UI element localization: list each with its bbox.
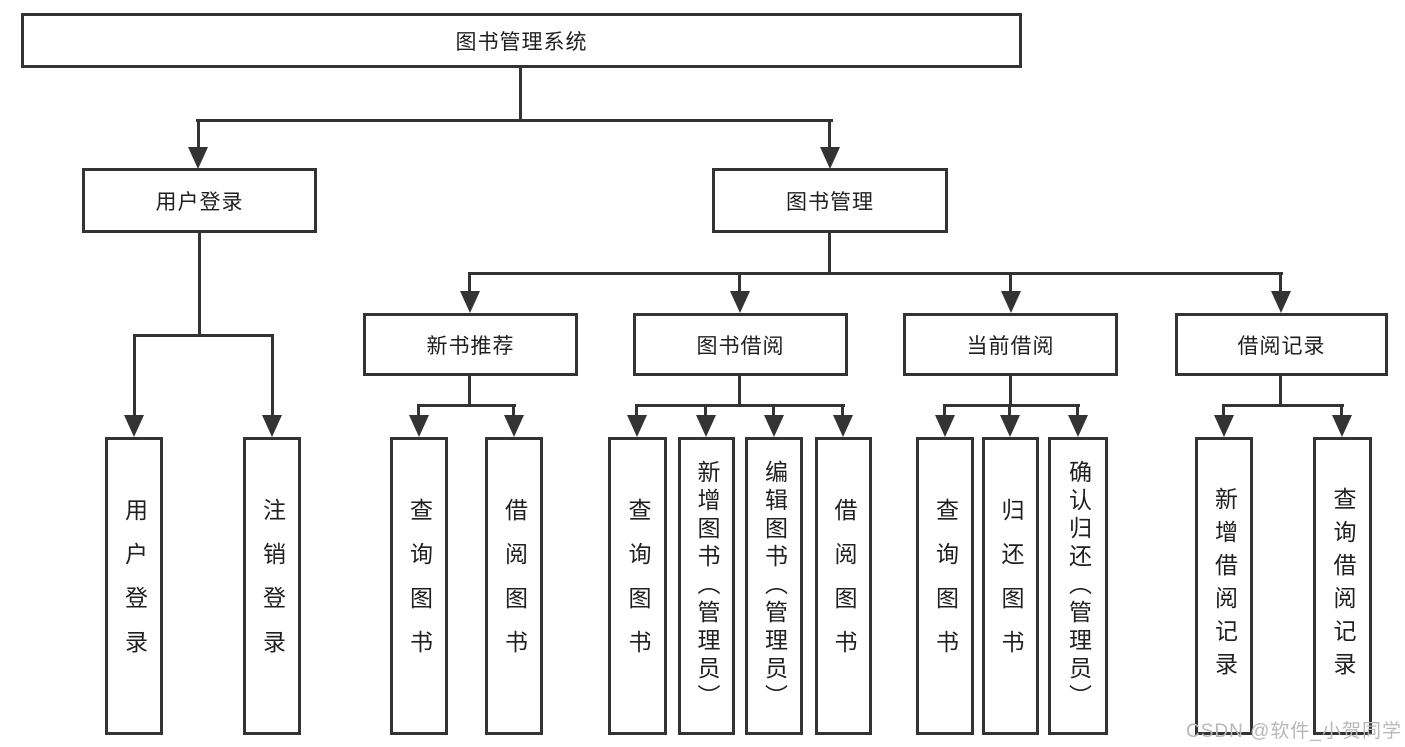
node-root-label: 图书管理系统 [455,30,588,54]
connector-line [738,376,741,407]
arrow-down-icon [460,291,480,313]
leaf-current-confirm-return-admin-label: 确认归还（管理员） [1065,460,1092,712]
leaf-current-query-book: 查询图书 [916,437,974,735]
arrow-down-icon [409,415,429,437]
node-current-borrow-label: 当前借阅 [966,334,1055,358]
arrow-down-icon [188,147,208,169]
leaf-borrow-query-book: 查询图书 [608,437,667,735]
leaf-borrow-query-book-label: 查询图书 [625,498,651,674]
arrow-down-icon [627,415,647,437]
connector-line [738,272,741,293]
connector-line [841,404,844,417]
leaf-recommend-query-book: 查询图书 [390,437,448,735]
node-current-borrow: 当前借阅 [903,313,1118,376]
connector-line [704,404,707,417]
connector-line [196,119,833,122]
connector-line [417,404,420,417]
leaf-user-login-label: 用户登录 [121,498,148,674]
connector-line [635,404,638,417]
leaf-current-return-book: 归还图书 [982,437,1039,735]
connector-line [943,404,1080,407]
leaf-records-query-record: 查询借阅记录 [1313,437,1372,735]
node-root: 图书管理系统 [21,13,1022,68]
node-borrow-records-label: 借阅记录 [1237,334,1326,358]
leaf-current-query-book-label: 查询图书 [932,498,959,674]
connector-line [1222,404,1225,417]
leaf-current-return-book-label: 归还图书 [998,498,1024,674]
connector-line [417,404,516,407]
connector-line [1008,404,1011,417]
leaf-recommend-query-book-label: 查询图书 [406,498,433,674]
connector-line [1009,272,1012,293]
connector-line [468,272,471,293]
leaf-recommend-borrow-book: 借阅图书 [485,437,543,735]
leaf-current-confirm-return-admin: 确认归还（管理员） [1048,437,1108,735]
arrow-down-icon [935,415,955,437]
arrow-down-icon [1271,291,1291,313]
connector-line [1222,404,1344,407]
watermark: CSDN @软件_小贺同学 [1186,721,1402,742]
arrow-down-icon [1000,415,1020,437]
connector-line [469,272,1283,275]
connector-line [1076,404,1079,417]
leaf-user-login: 用户登录 [105,437,163,735]
arrow-down-icon [820,147,840,169]
connector-line [1279,272,1282,293]
connector-line [1009,376,1012,407]
arrow-down-icon [696,415,716,437]
leaf-borrow-borrow-book-label: 借阅图书 [831,498,857,674]
arrow-down-icon [1068,415,1088,437]
connector-line [271,334,274,417]
leaf-records-query-record-label: 查询借阅记录 [1330,487,1356,685]
node-user-login: 用户登录 [82,168,317,233]
connector-line [512,404,515,417]
node-book-management: 图书管理 [712,168,948,233]
leaf-borrow-add-book-admin: 新增图书（管理员） [678,437,735,735]
leaf-borrow-borrow-book: 借阅图书 [815,437,872,735]
node-new-book-recommend: 新书推荐 [363,313,578,376]
connector-line [198,233,201,337]
connector-line [635,404,845,407]
connector-line [133,334,136,417]
leaf-records-add-record: 新增借阅记录 [1195,437,1253,735]
arrow-down-icon [730,291,750,313]
arrow-down-icon [262,415,282,437]
leaf-borrow-edit-book-admin: 编辑图书（管理员） [745,437,803,735]
arrow-down-icon [504,415,524,437]
connector-line [133,334,274,337]
node-book-management-label: 图书管理 [786,190,874,214]
arrow-down-icon [1214,415,1234,437]
leaf-borrow-add-book-admin-label: 新增图书（管理员） [694,460,720,712]
leaf-borrow-edit-book-admin-label: 编辑图书（管理员） [761,460,788,712]
leaf-logout-label: 注销登录 [259,498,286,674]
connector-line [1279,376,1282,407]
node-user-login-label: 用户登录 [155,190,244,214]
connector-line [828,119,831,149]
arrow-down-icon [1001,291,1021,313]
node-borrow-records: 借阅记录 [1175,313,1388,376]
connector-line [828,233,831,275]
connector-line [519,68,522,121]
arrow-down-icon [833,415,853,437]
node-book-borrow: 图书借阅 [633,313,848,376]
node-new-book-recommend-label: 新书推荐 [426,334,515,358]
arrow-down-icon [1332,415,1352,437]
connector-line [943,404,946,417]
arrow-down-icon [764,415,784,437]
connector-line [468,376,471,407]
arrow-down-icon [124,415,144,437]
connector-line [197,119,200,149]
leaf-recommend-borrow-book-label: 借阅图书 [501,498,528,674]
connector-line [1340,404,1343,417]
node-book-borrow-label: 图书借阅 [696,334,785,358]
leaf-logout: 注销登录 [243,437,301,735]
leaf-records-add-record-label: 新增借阅记录 [1211,487,1238,685]
connector-line [772,404,775,417]
